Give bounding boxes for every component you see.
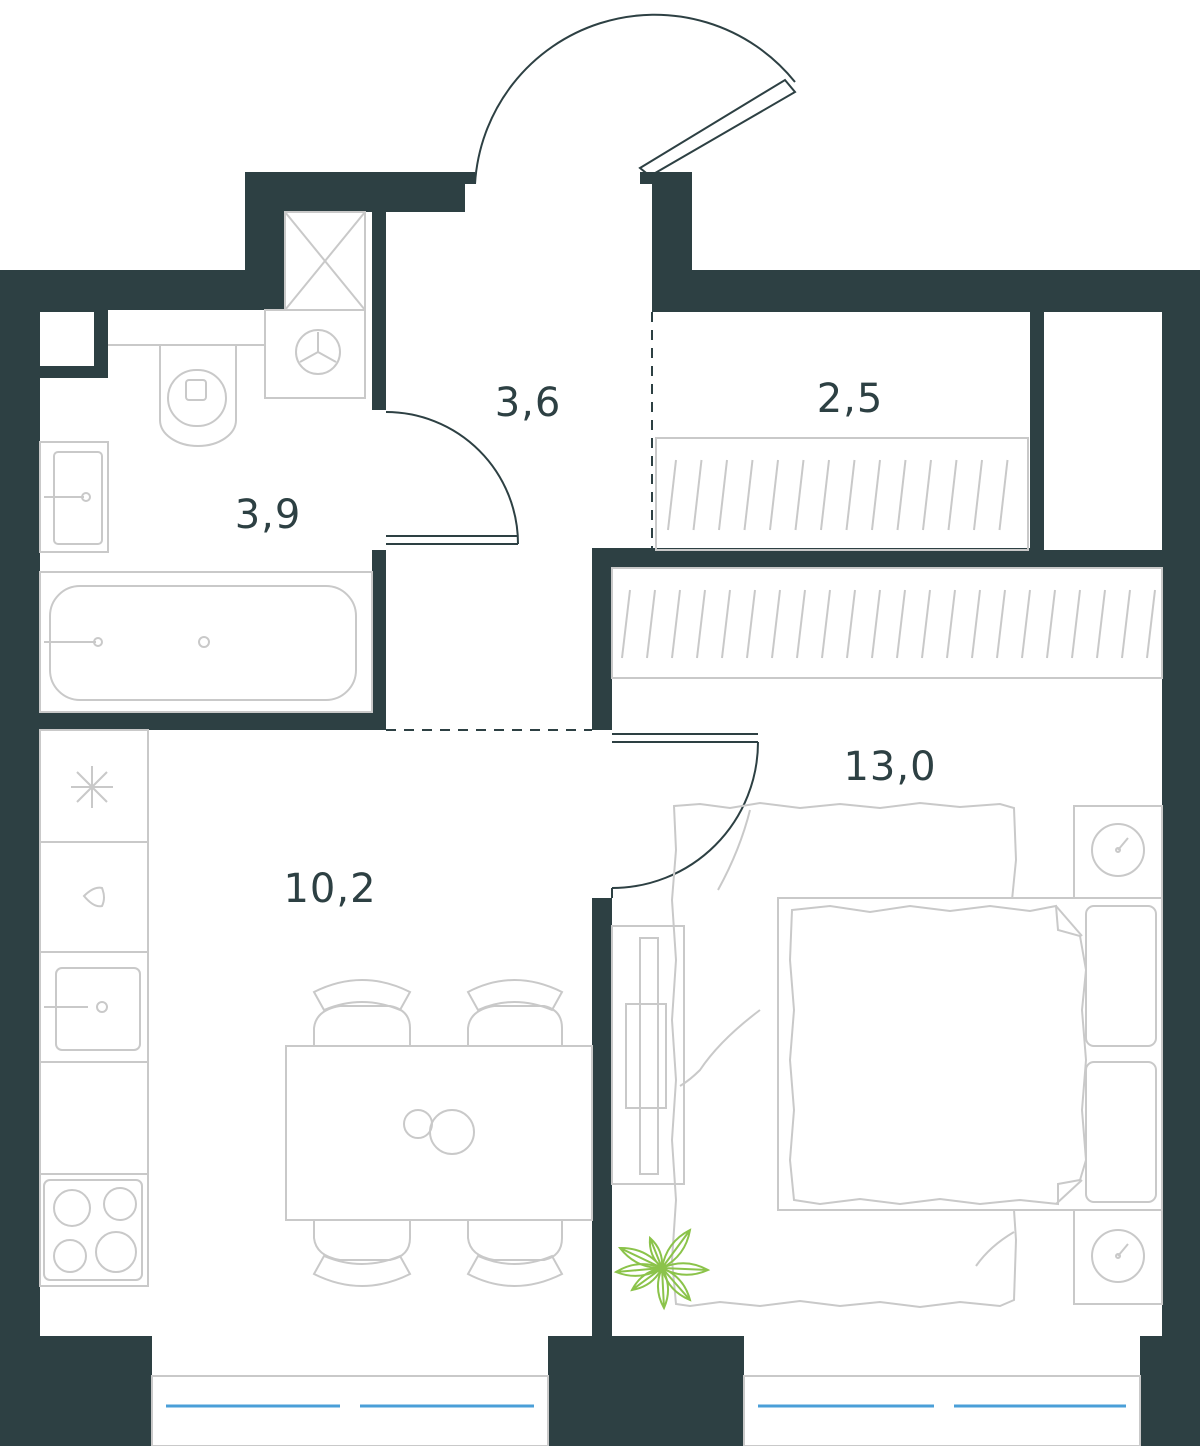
wardrobe-hatching <box>621 589 1156 659</box>
dining-table <box>285 979 593 1287</box>
storage-hatching <box>667 459 1009 531</box>
toilet-icon <box>159 344 237 447</box>
kitchen-counter <box>39 729 149 1287</box>
walls <box>0 172 1200 1446</box>
entrance-door-leaf <box>638 78 797 178</box>
storage-area-label: 2,5 <box>817 376 884 422</box>
lamp-icon <box>1091 1229 1145 1283</box>
open-passages <box>386 312 653 731</box>
chair-icon <box>467 1005 563 1046</box>
dishwasher-icon <box>82 886 105 908</box>
fridge-icon <box>71 766 113 808</box>
double-bed <box>777 897 1163 1211</box>
bedroom-wardrobe <box>611 567 1163 679</box>
entrance-door-swing <box>474 13 796 185</box>
plant-icon <box>613 1228 711 1311</box>
storage-rack <box>655 437 1029 551</box>
tv-stand <box>611 925 685 1185</box>
kitchen-sink-icon <box>55 967 141 1051</box>
bath-sink-icon <box>39 441 109 553</box>
lamp-icon <box>1091 823 1145 877</box>
rug <box>670 801 1018 1309</box>
windows <box>151 1375 1141 1446</box>
hallway-area-label: 3,6 <box>495 380 562 426</box>
bedroom-door-swing <box>611 741 759 889</box>
chair-icon <box>313 1220 411 1261</box>
doors <box>385 13 797 898</box>
bathroom-fixtures <box>39 211 373 713</box>
bathroom-area-label: 3,9 <box>235 492 302 538</box>
chair-icon <box>313 1005 411 1046</box>
boiler-icon <box>295 329 341 375</box>
stove-icon <box>43 1179 143 1281</box>
bathtub-icon <box>39 571 373 713</box>
kitchen-area-label: 10,2 <box>283 866 376 912</box>
nightstands <box>1073 805 1163 1305</box>
bedroom-area-label: 13,0 <box>843 744 936 790</box>
chair-icon <box>467 1220 563 1261</box>
bathroom-door-swing <box>385 411 519 545</box>
